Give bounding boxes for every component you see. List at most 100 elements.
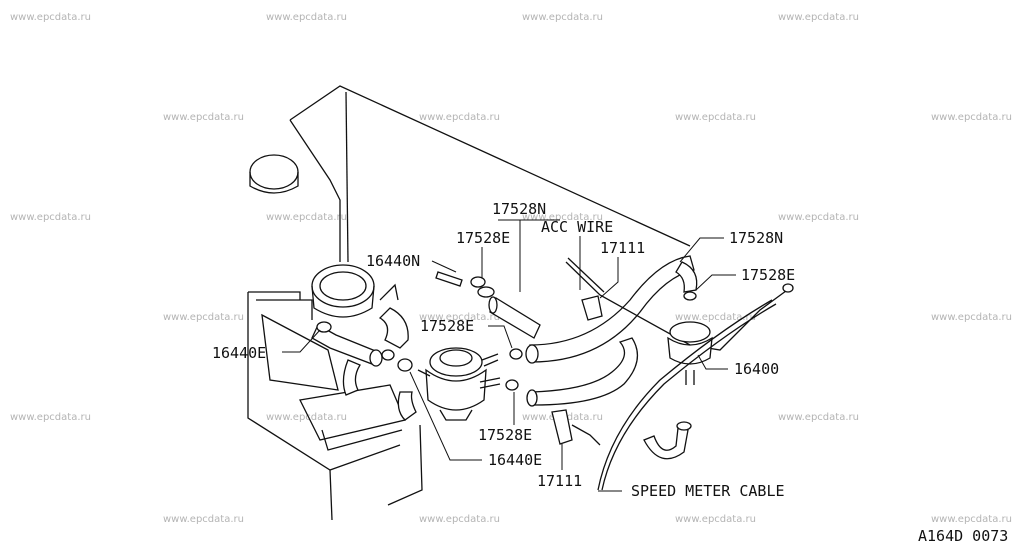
wire-brackets [551,257,794,446]
speedometer-cable-line [601,303,777,491]
body-panel-line [345,91,349,263]
hood-edge [289,85,691,247]
leader-line [697,354,728,370]
air-cleaner-collar [319,271,367,301]
hose-clamp [470,276,486,288]
leader-line [409,371,482,461]
hose [529,255,695,363]
hose [397,391,417,421]
label-17528N: 17528N [492,200,546,218]
hose-end [526,389,538,407]
air-cleaner-collar [311,285,375,318]
label-16400: 16400 [734,360,779,378]
engine-block-outline [379,283,399,301]
label-17528N: 17528N [729,229,783,247]
fuel-filter-port [417,369,431,377]
fuel-filter-body [425,368,487,411]
watermark: www.epcdata.ru [163,312,244,323]
hose-clamp [477,286,495,298]
watermark: www.epcdata.ru [419,312,500,323]
engine-block-outline [329,469,333,521]
watermark: www.epcdata.ru [931,514,1012,525]
valve-stem [685,370,695,385]
watermark: www.epcdata.ru [931,312,1012,323]
hose [378,307,409,349]
hose [675,261,698,293]
watermark: www.epcdata.ru [522,212,603,223]
label-17528E: 17528E [741,266,795,284]
label-17528E: 17528E [456,229,510,247]
fuel-filter-port [479,377,501,389]
watermark: www.epcdata.ru [10,412,91,423]
hose-end [369,349,383,367]
label-17111: 17111 [600,239,645,257]
hose-clamp [316,321,332,333]
air-cleaner-outlet [311,264,375,318]
watermark: www.epcdata.ru [778,412,859,423]
watermark: www.epcdata.ru [10,12,91,23]
leader-line [498,219,560,292]
watermark: www.epcdata.ru [266,12,347,23]
left-hose-assembly [311,307,417,421]
hose [643,427,689,460]
watermark: www.epcdata.ru [675,112,756,123]
leader-line [282,329,321,353]
main-hose-17528N [488,255,698,364]
fuel-filter [417,347,501,421]
reservoir-cap [249,154,299,190]
watermark: www.epcdata.ru [266,412,347,423]
hose-clamp [509,348,523,360]
watermark: www.epcdata.ru [266,212,347,223]
engine-block-outline [321,429,403,451]
leader-line [679,237,724,263]
label-17528E: 17528E [420,317,474,335]
fuel-filter-port [481,353,499,367]
label-16440N: 16440N [366,252,420,270]
watermark: www.epcdata.ru [778,212,859,223]
engine-block-outline [256,299,313,320]
drawing-id: A164D 0073 [918,527,1008,545]
connector-pipe [435,271,463,287]
hose-end [525,344,539,364]
watermark: www.epcdata.ru [419,514,500,525]
wire-end [782,283,794,293]
hose [531,337,639,406]
hose-clamp [683,291,697,301]
label-16440E: 16440E [488,451,542,469]
fuel-filter-base [439,409,473,421]
watermark-layer: www.epcdata.ru www.epcdata.ru www.epcdat… [10,12,1012,525]
label-17528E: 17528E [478,426,532,444]
watermark: www.epcdata.ru [675,312,756,323]
engine-block-outline [261,313,339,391]
engine-block-outline [247,291,401,471]
hose [342,359,361,396]
label-17111: 17111 [537,472,582,490]
reservoir-cap [249,172,299,194]
wire-bracket-17111 [551,409,573,445]
valve-body [667,336,713,365]
hose-clamp [505,379,519,391]
valve-16400 [667,321,713,385]
watermark: www.epcdata.ru [10,212,91,223]
wire-bracket-17111 [581,295,603,321]
label-speedometer-cable: SPEED METER CABLE [631,482,785,500]
body-outline [247,85,691,521]
acc-wire [567,257,605,293]
watermark: www.epcdata.ru [931,112,1012,123]
engine-block-outline [387,424,423,506]
watermark: www.epcdata.ru [675,514,756,525]
label-16440E: 16440E [212,344,266,362]
watermark: www.epcdata.ru [163,514,244,525]
speedometer-cable [597,299,777,491]
hose-clamp [397,358,413,372]
body-panel-line [289,119,341,262]
fuel-filter-cap [439,349,473,367]
wire-bracket-17111 [571,424,601,446]
label-acc-wire: ACC WIRE [541,218,613,236]
watermark: www.epcdata.ru [163,112,244,123]
watermark: www.epcdata.ru [522,12,603,23]
valve-top [669,321,711,343]
hose-clamp [381,349,395,361]
